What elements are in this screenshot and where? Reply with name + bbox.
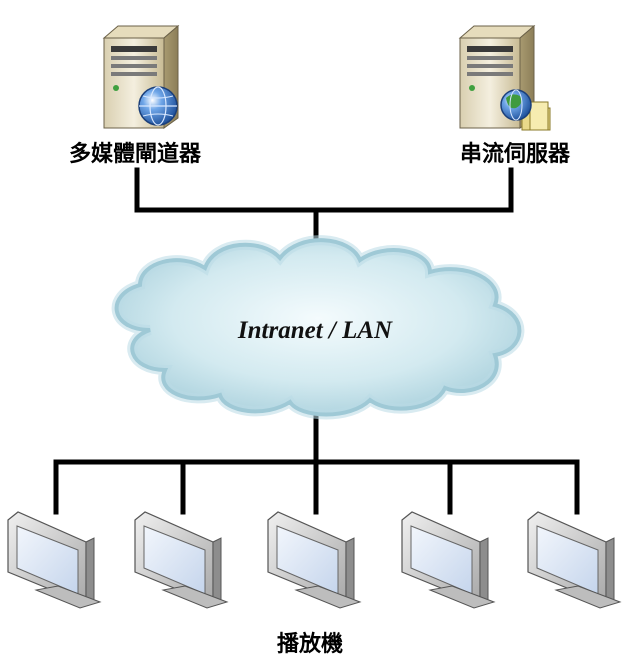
connection-lines [53,167,580,515]
streaming-server-icon [458,24,551,131]
player-monitor-icon [527,511,622,609]
players-label: 播放機 [276,632,343,657]
player-monitor-icon [267,511,362,609]
streaming-server-label: 串流伺服器 [459,142,570,167]
player-monitor-icon [7,511,102,609]
network-label: Intranet / LAN [237,317,393,344]
network-cloud [111,235,525,420]
gateway-server-icon [102,24,180,129]
player-monitor-icon [401,511,496,609]
gateway-server-label: 多媒體閘道器 [68,142,201,167]
player-monitor-icon [134,511,229,609]
